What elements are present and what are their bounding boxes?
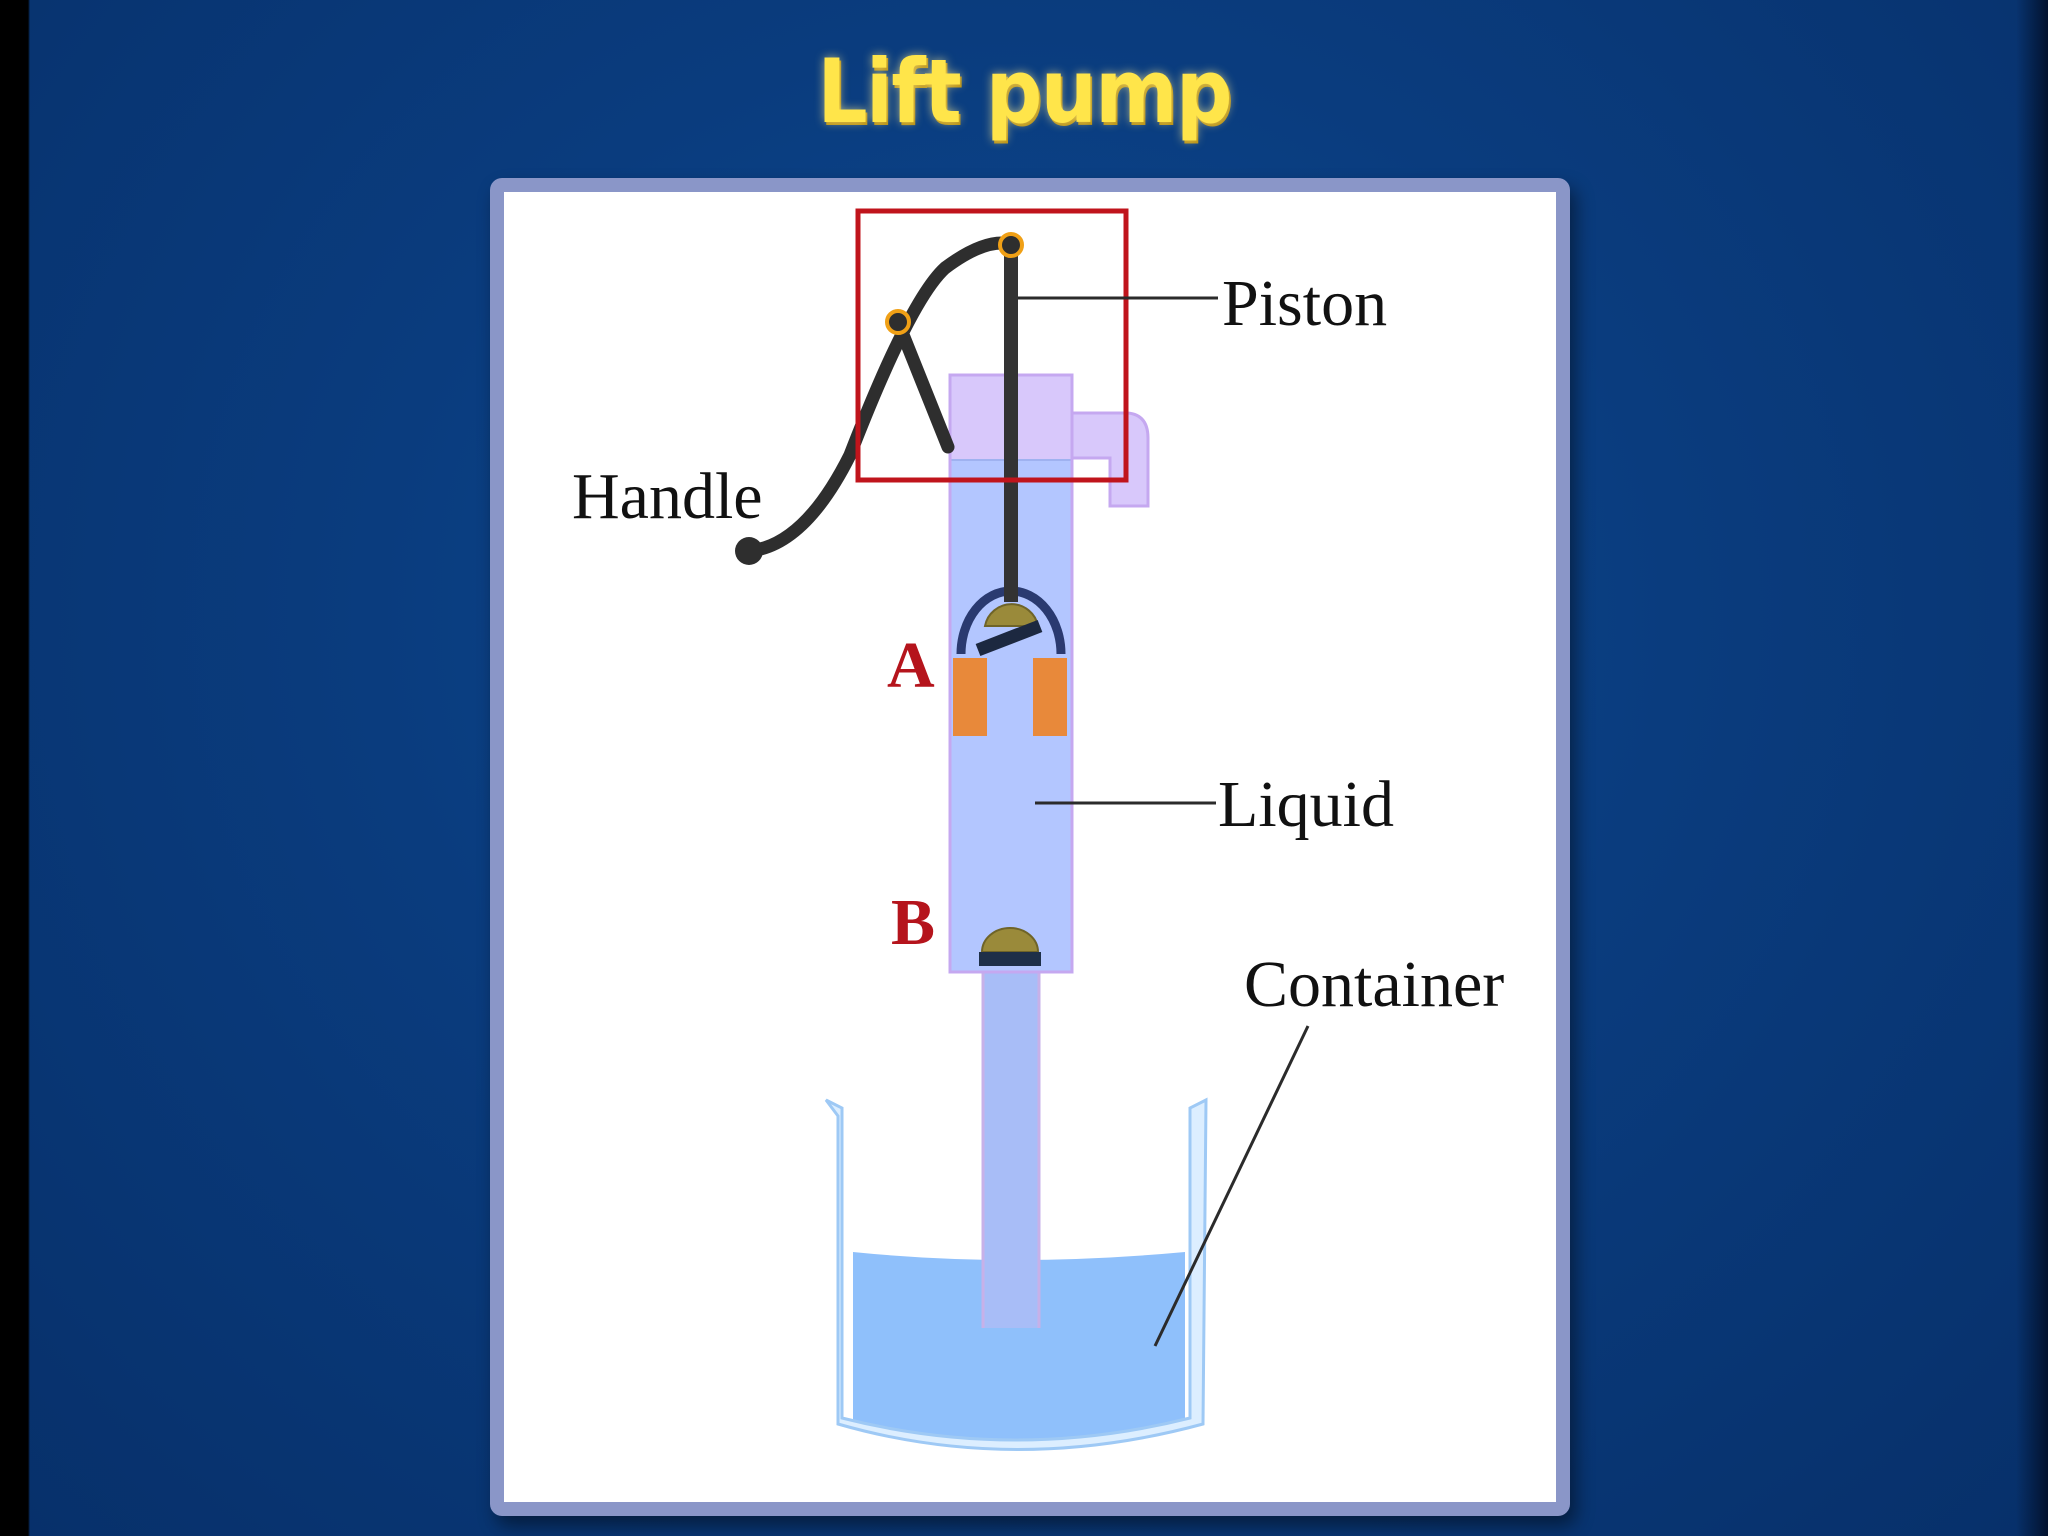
washer-left (953, 658, 987, 736)
valve-a-flap (983, 603, 1040, 627)
valve-a-label: A (887, 629, 935, 702)
container-outline (824, 1097, 1208, 1451)
handle-label: Handle (572, 460, 763, 533)
handle-lever (743, 236, 1018, 558)
spout (1070, 411, 1150, 508)
container-leader (1153, 1025, 1310, 1347)
piston-rod (1004, 242, 1018, 602)
container (824, 1097, 1208, 1451)
handle-grip (735, 537, 763, 565)
washer-right (1033, 658, 1067, 736)
valve-a-plate (975, 619, 1043, 657)
valve-b-seat (979, 952, 1041, 966)
valve-b-label: B (891, 886, 935, 959)
handle-link (891, 315, 955, 454)
container-water (853, 1252, 1185, 1443)
liquid-label: Liquid (1218, 768, 1394, 841)
slide-title: Lift pump (817, 40, 1232, 143)
piston-label: Piston (1222, 267, 1387, 340)
pivot-top (998, 232, 1024, 258)
pivot-link (885, 309, 911, 335)
container-label: Container (1244, 948, 1504, 1021)
valve-b (979, 927, 1041, 966)
piston-assembly (953, 242, 1067, 736)
suction-pipe (981, 970, 1041, 1328)
highlight-box (855, 208, 1129, 483)
valve-b-flap (980, 927, 1040, 953)
handle (735, 232, 1024, 565)
pipe-liquid (983, 970, 1039, 1328)
